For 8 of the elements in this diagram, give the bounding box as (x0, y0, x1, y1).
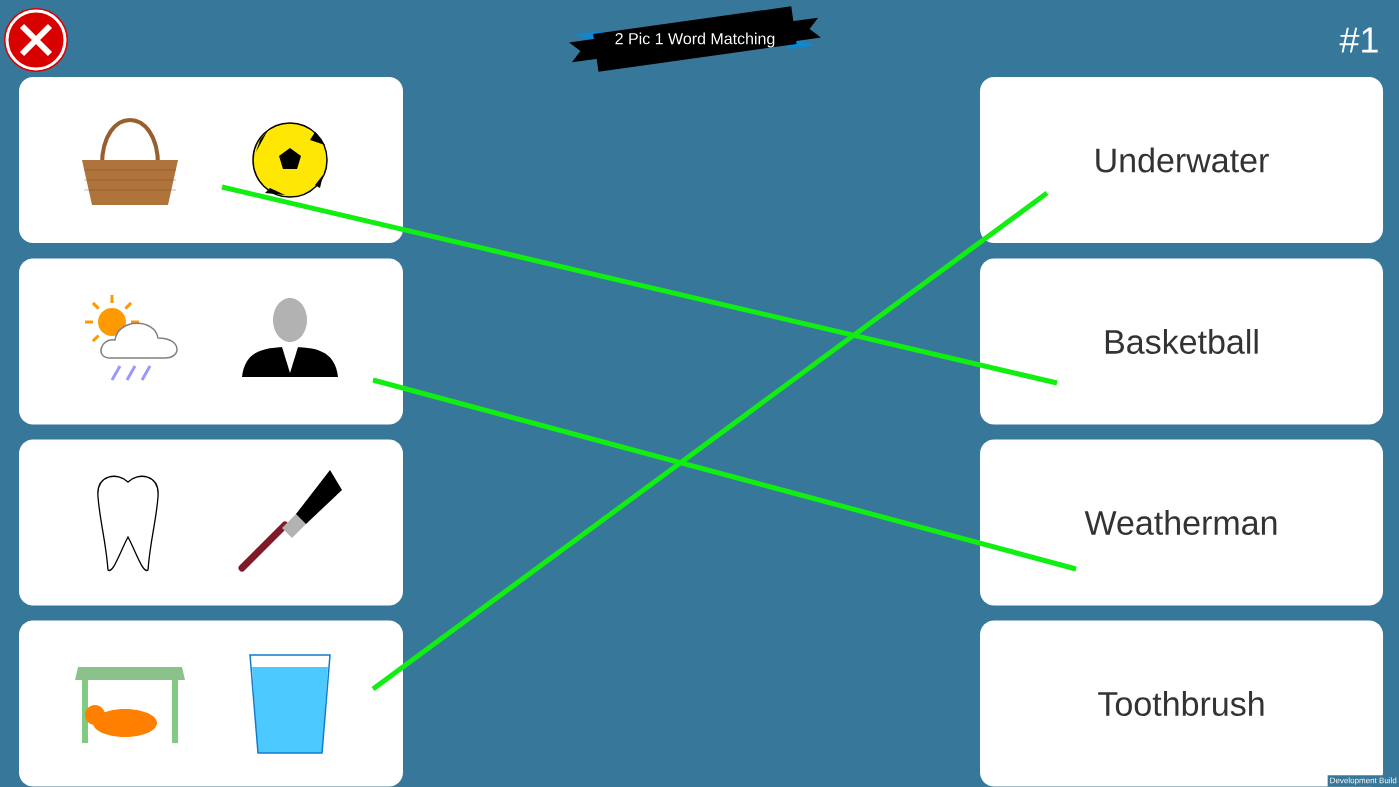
word-card: Basketball (980, 258, 1383, 425)
match-line (221, 184, 1058, 386)
word-card: Weatherman (980, 439, 1383, 606)
match-line (372, 377, 1077, 572)
build-note: Development Build (1327, 775, 1399, 787)
title-banner: 2 Pic 1 Word Matching (569, 6, 821, 72)
match-line (371, 191, 1049, 692)
word-card: Underwater (980, 77, 1383, 243)
